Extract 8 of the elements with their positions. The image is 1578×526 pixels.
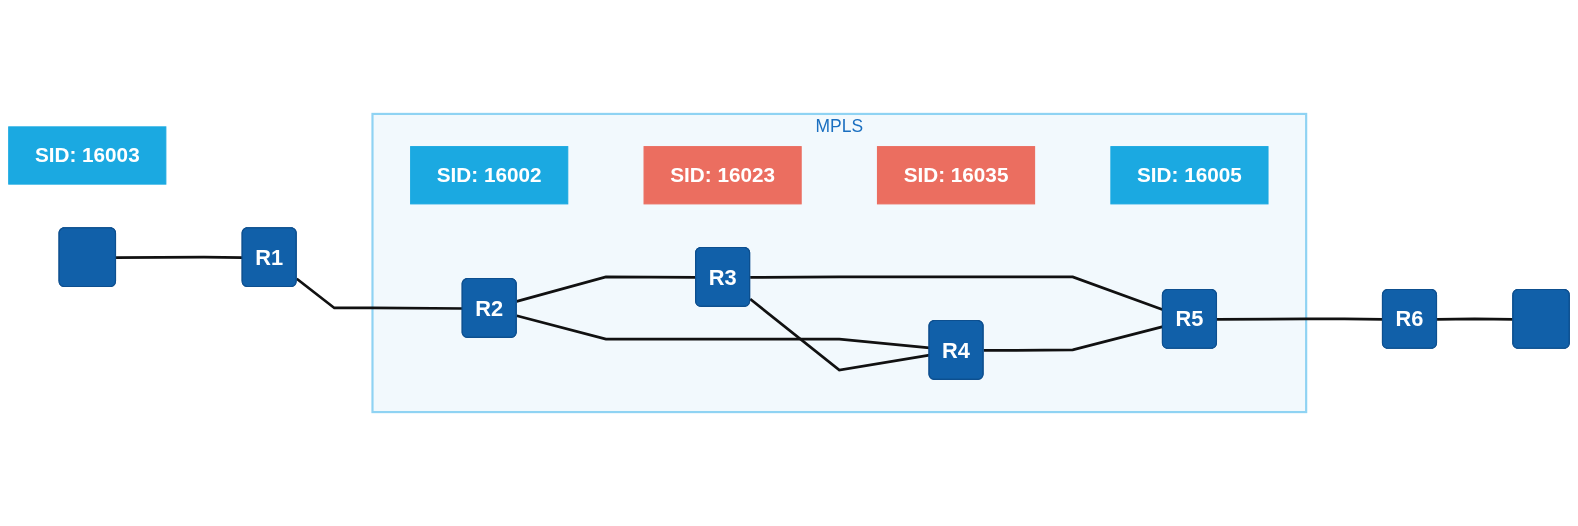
node-box: SID: 16005	[1110, 146, 1269, 205]
connector	[116, 255, 243, 260]
connector	[749, 297, 930, 372]
connector	[516, 314, 930, 350]
node-box: SID: 16003	[8, 126, 167, 185]
node-box: SID: 16023	[643, 146, 802, 205]
node-box: SID: 16035	[876, 146, 1036, 205]
node-box: SID: 16002	[410, 146, 569, 205]
